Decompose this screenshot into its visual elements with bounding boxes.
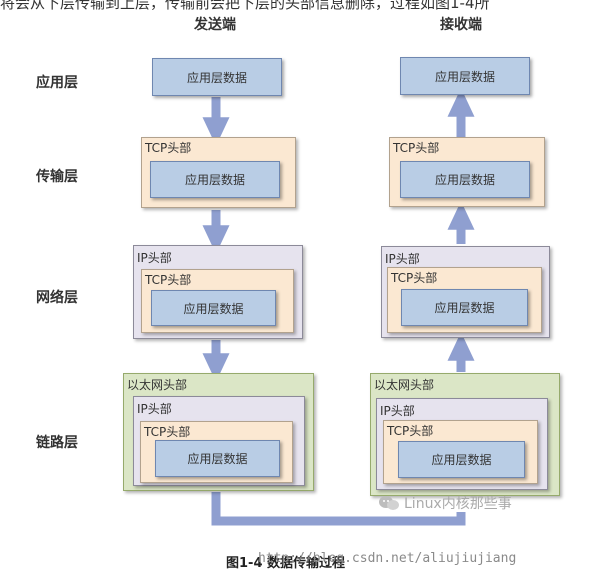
- receiver-link-app-data-label: 应用层数据: [431, 453, 492, 467]
- receiver-network-app-data: 应用层数据: [401, 289, 528, 326]
- top-text: 将会从下层传输到上层，传输前会把下层的头部信息删除，过程如图1-4所: [0, 0, 490, 10]
- sender-transport-tcp-header: TCP头部: [145, 141, 192, 155]
- receiver-network-tcp-header: TCP头部: [391, 271, 438, 285]
- receiver-app-data-label: 应用层数据: [434, 69, 495, 84]
- receiver-transport-segment: TCP头部 应用层数据: [389, 137, 545, 207]
- sender-link-app-data-label: 应用层数据: [187, 452, 248, 466]
- sender-link-eth-header: 以太网头部: [127, 378, 188, 392]
- link-transfer-path: [211, 492, 466, 526]
- receiver-network-packet: IP头部 TCP头部 应用层数据: [381, 246, 550, 338]
- layer-label-application: 应用层: [36, 75, 78, 91]
- watermark-logo-text: Linux内核那些事: [404, 496, 512, 512]
- receiver-network-ip-header: IP头部: [385, 252, 420, 266]
- receiver-link-ip-packet: IP头部 TCP头部 应用层数据: [376, 398, 548, 490]
- sender-network-app-data-label: 应用层数据: [183, 301, 244, 316]
- sender-app-data-label: 应用层数据: [186, 70, 247, 85]
- receiver-link-ip-header: IP头部: [380, 404, 415, 418]
- sender-network-tcp-segment: TCP头部 应用层数据: [141, 269, 294, 333]
- sender-app-data: 应用层数据: [152, 58, 282, 96]
- receiver-link-tcp-segment: TCP头部 应用层数据: [383, 420, 538, 484]
- sender-link-app-data: 应用层数据: [155, 440, 280, 477]
- sender-network-ip-header: IP头部: [137, 251, 172, 265]
- layer-label-link: 链路层: [36, 435, 78, 451]
- sender-link-ip-packet: IP头部 TCP头部 应用层数据: [133, 396, 305, 486]
- sender-transport-app-data-label: 应用层数据: [184, 173, 245, 187]
- wechat-icon: [379, 496, 399, 510]
- watermark-url: http://blog.csdn.net/aliujiujiang: [258, 551, 517, 566]
- sender-network-packet: IP头部 TCP头部 应用层数据: [133, 245, 303, 339]
- receiver-link-app-data: 应用层数据: [398, 441, 525, 478]
- figure-caption: 图1-4 数据传输过程: [226, 556, 346, 571]
- receiver-link-eth-header: 以太网头部: [374, 378, 435, 392]
- sender-transport-segment: TCP头部 应用层数据: [141, 137, 296, 208]
- receiver-column-title: 接收端: [440, 17, 482, 33]
- receiver-network-app-data-label: 应用层数据: [434, 301, 495, 315]
- receiver-link-frame: 以太网头部 IP头部 TCP头部 应用层数据: [370, 373, 560, 496]
- sender-network-tcp-header: TCP头部: [145, 273, 192, 287]
- sender-link-tcp-header: TCP头部: [144, 425, 191, 439]
- receiver-transport-app-data: 应用层数据: [400, 161, 530, 198]
- sender-link-ip-header: IP头部: [137, 402, 172, 416]
- receiver-app-data: 应用层数据: [400, 57, 530, 95]
- receiver-network-tcp-segment: TCP头部 应用层数据: [387, 267, 542, 333]
- sender-transport-app-data: 应用层数据: [150, 161, 280, 198]
- layer-label-transport: 传输层: [36, 169, 78, 185]
- receiver-transport-tcp-header: TCP头部: [393, 141, 440, 155]
- receiver-link-tcp-header: TCP头部: [387, 424, 434, 438]
- receiver-transport-app-data-label: 应用层数据: [434, 173, 495, 187]
- sender-network-app-data: 应用层数据: [151, 290, 276, 326]
- layer-label-network: 网络层: [36, 290, 78, 306]
- sender-link-frame: 以太网头部 IP头部 TCP头部 应用层数据: [123, 373, 314, 491]
- watermark-logo: Linux内核那些事: [378, 493, 512, 513]
- sender-link-tcp-segment: TCP头部 应用层数据: [140, 421, 293, 483]
- sender-column-title: 发送端: [194, 17, 236, 33]
